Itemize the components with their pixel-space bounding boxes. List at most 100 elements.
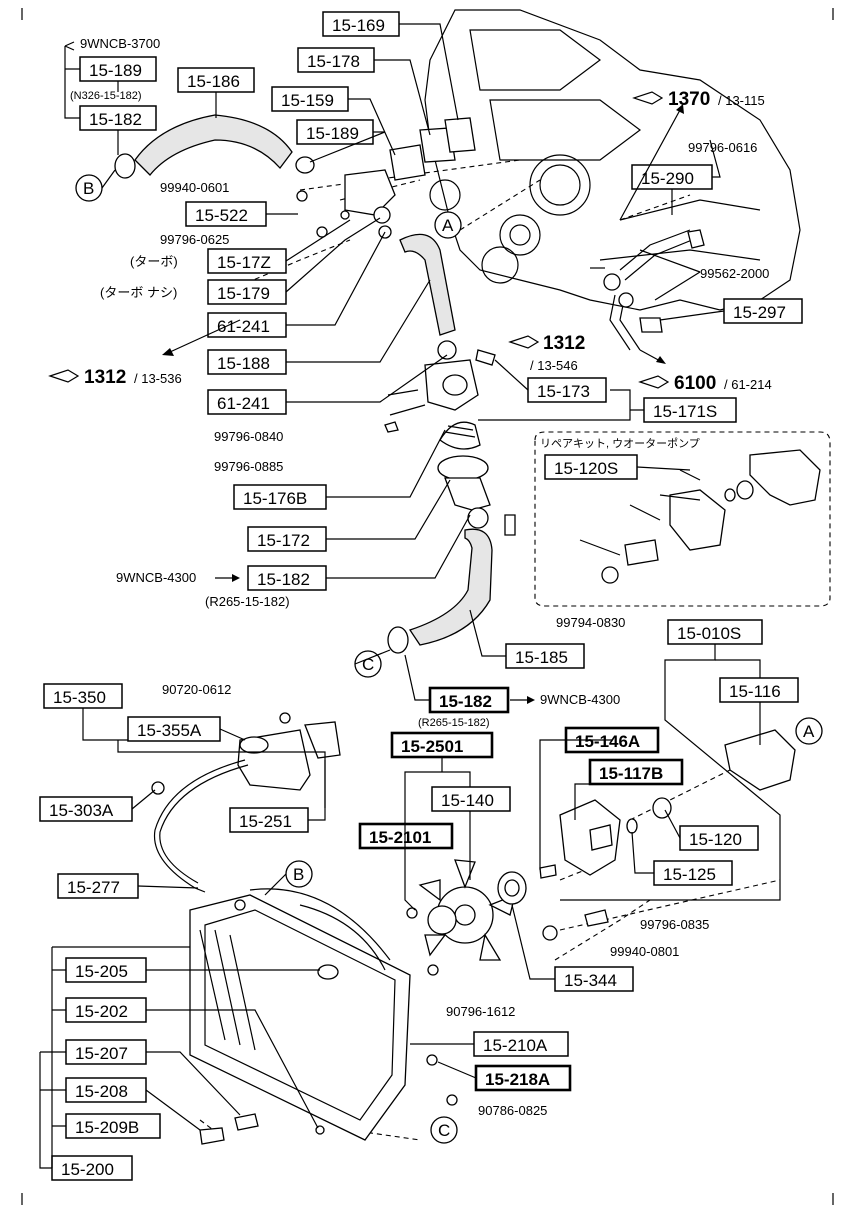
label-15-297: 15-297 xyxy=(723,298,803,324)
part-number-text: 15-344 xyxy=(564,971,617,990)
label-15-277: 15-277 xyxy=(57,873,139,899)
clamp-15-182-top-drawing xyxy=(114,153,315,179)
label-15-251: 15-251 xyxy=(229,807,309,833)
label-15-169: 15-169 xyxy=(322,11,400,37)
label-15-179: 15-179 xyxy=(207,279,287,305)
label-15-210A: 15-210A xyxy=(473,1031,569,1057)
part-number-text: 15-182 xyxy=(439,692,492,711)
note-text: (R265-15-182) xyxy=(205,594,290,609)
label-15-182-middle: 15-182 xyxy=(247,565,327,591)
label-15-209B: 15-209B xyxy=(65,1113,161,1139)
part-number-text: 15-251 xyxy=(239,812,292,831)
note-text: 90796-1612 xyxy=(446,1004,515,1019)
label-15-120: 15-120 xyxy=(679,825,759,851)
part-number-text: 15-205 xyxy=(75,962,128,981)
label-15-140: 15-140 xyxy=(431,786,511,812)
label-15-173: 15-173 xyxy=(527,377,607,403)
label-15-202: 15-202 xyxy=(65,997,147,1023)
part-number-text: 15-171S xyxy=(653,402,717,421)
label-15-116: 15-116 xyxy=(719,677,799,703)
part-number-text: 15-176B xyxy=(243,489,307,508)
part-number-text: 15-2501 xyxy=(401,737,463,756)
label-15-117B: 15-117B xyxy=(588,758,684,786)
ref-sub-text: / 61-214 xyxy=(724,377,772,392)
ref-main-text: 1370 xyxy=(668,89,710,110)
label-15-188: 15-188 xyxy=(207,349,287,375)
part-number-text: 15-010S xyxy=(677,624,741,643)
label-15-186: 15-186 xyxy=(177,67,255,93)
cross-references: 1370 / 13-115 1312 / 13-536 1312 / 13-54… xyxy=(48,89,772,394)
label-15-522: 15-522 xyxy=(185,201,267,227)
label-15-208: 15-208 xyxy=(65,1077,147,1103)
part-number-text: 15-169 xyxy=(332,16,385,35)
label-15-120S: 15-120S xyxy=(544,454,638,480)
part-number-text: 15-297 xyxy=(733,303,786,322)
ref-1312-left: 1312 / 13-536 xyxy=(48,367,182,388)
part-number-text: 15-207 xyxy=(75,1044,128,1063)
hose-15-186-drawing xyxy=(134,114,293,176)
label-15-17Z: 15-17Z xyxy=(207,248,287,274)
part-number-text: 15-277 xyxy=(67,878,120,897)
thermostat-housing-15-172-drawing xyxy=(437,455,491,529)
label-15-171S: 15-171S xyxy=(643,397,737,423)
pipe-15-290-drawing xyxy=(590,229,705,351)
thermostat-cover-drawing xyxy=(296,117,476,239)
part-number-text: 15-120 xyxy=(689,830,742,849)
label-15-2101: 15-2101 xyxy=(358,822,454,850)
label-15-218A: 15-218A xyxy=(474,1064,572,1092)
note-text: (R265-15-182) xyxy=(418,717,490,729)
callout-letter: B xyxy=(293,865,304,884)
note-text: 99796-0885 xyxy=(214,459,283,474)
part-number-text: 15-522 xyxy=(195,206,248,225)
repair-kit-note: リペアキット, ウオーターポンプ xyxy=(540,437,700,450)
label-61-241-top: 61-241 xyxy=(207,312,287,338)
callout-a-right: A xyxy=(795,717,823,745)
part-number-text: 15-182 xyxy=(257,570,310,589)
part-number-text: 15-182 xyxy=(89,110,142,129)
repair-kit-box xyxy=(534,431,831,607)
part-number-text: 15-350 xyxy=(53,688,106,707)
part-number-text: 15-209B xyxy=(75,1118,139,1137)
callout-letter: C xyxy=(362,655,374,674)
callout-b-top: B xyxy=(75,174,103,202)
part-number-text: 15-2101 xyxy=(369,828,431,847)
callouts: B A C A B C xyxy=(75,169,823,1144)
water-inlet-drawing xyxy=(384,340,496,433)
part-number-text: 15-218A xyxy=(485,1070,550,1089)
part-number-text: 15-185 xyxy=(515,648,568,667)
part-number-text: 15-120S xyxy=(554,459,618,478)
callout-c-bottom: C xyxy=(430,1116,458,1144)
note-text: 99796-0616 xyxy=(688,140,757,155)
reservoir-tank-drawing xyxy=(151,712,341,893)
callout-letter: C xyxy=(438,1121,450,1140)
note-text: 99796-0625 xyxy=(160,232,229,247)
ref-sub-text: / 13-536 xyxy=(134,371,182,386)
label-15-205: 15-205 xyxy=(65,957,147,983)
label-15-189-right: 15-189 xyxy=(296,119,374,145)
label-15-178: 15-178 xyxy=(297,47,375,73)
part-number-text: 15-208 xyxy=(75,1082,128,1101)
part-number-text: 15-189 xyxy=(306,124,359,143)
label-15-185: 15-185 xyxy=(505,643,585,669)
part-number-text: 15-303A xyxy=(49,801,114,820)
ref-sub-text: / 13-115 xyxy=(718,93,765,108)
note-text: 99562-2000 xyxy=(700,266,769,281)
engine-block-drawing xyxy=(424,9,801,311)
hose-15-185-drawing xyxy=(387,514,516,654)
part-number-text: 15-186 xyxy=(187,72,240,91)
note-text: 99940-0601 xyxy=(160,180,229,195)
part-number-text: 15-290 xyxy=(641,169,694,188)
label-15-290: 15-290 xyxy=(631,164,713,190)
part-number-text: 15-125 xyxy=(663,865,716,884)
ref-sub-text: / 13-546 xyxy=(530,358,578,373)
part-number-text: 15-117B xyxy=(599,764,663,783)
part-number-text: 15-178 xyxy=(307,52,360,71)
label-15-125: 15-125 xyxy=(653,860,733,886)
note-text: 9WNCB-4300 xyxy=(116,570,196,585)
label-15-182-top: 15-182 xyxy=(79,105,157,131)
ref-main-text: 1312 xyxy=(543,333,585,354)
label-15-172: 15-172 xyxy=(247,526,327,552)
note-text: 9WNCB-3700 xyxy=(80,36,160,51)
turbo-note: (ターボ) xyxy=(130,254,178,269)
ref-1312-right: 1312 / 13-546 xyxy=(508,333,585,373)
